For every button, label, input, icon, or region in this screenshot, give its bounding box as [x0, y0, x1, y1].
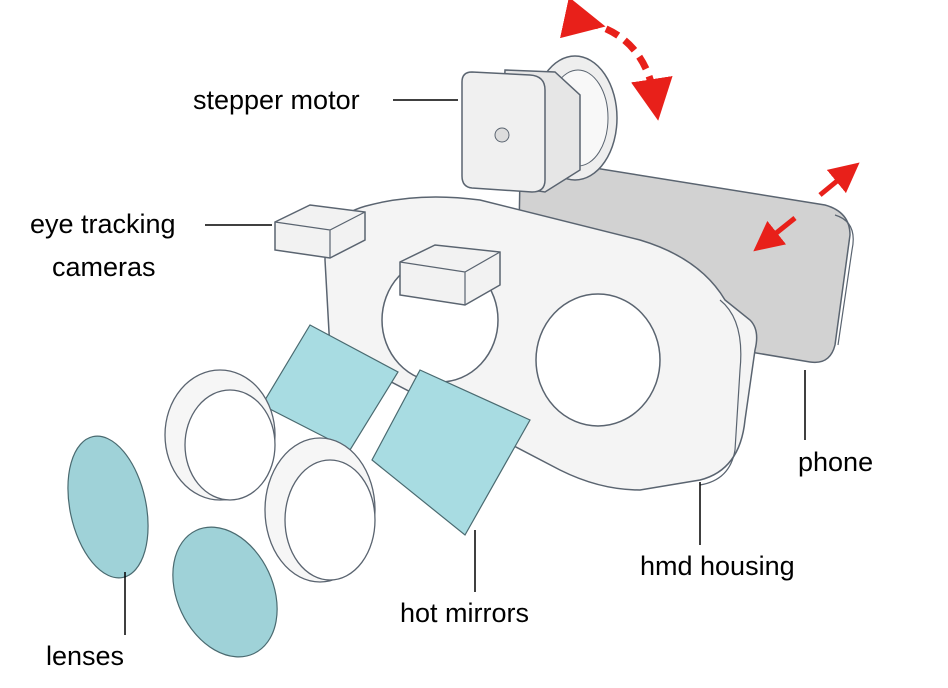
label-cameras: cameras	[52, 252, 156, 282]
lens-holder	[164, 369, 276, 501]
lens	[172, 526, 278, 658]
eye-tracking-camera	[274, 204, 366, 259]
hot-mirror	[371, 369, 531, 536]
label-stepper-motor: stepper motor	[193, 85, 360, 115]
label-hmd-housing: hmd housing	[640, 551, 795, 581]
lens-holder	[264, 437, 376, 583]
eye-tracking-camera	[399, 244, 501, 306]
stepper-motor	[461, 55, 618, 193]
lens	[67, 435, 149, 579]
label-lenses: lenses	[46, 641, 125, 671]
label-phone: phone	[798, 447, 874, 477]
rotation-arrow	[560, 0, 673, 121]
label-hot-mirrors: hot mirrors	[400, 598, 530, 628]
slide-arrow	[753, 216, 797, 252]
slide-arrow	[818, 162, 860, 197]
label-eye-tracking: eye tracking	[30, 209, 176, 239]
leader-lines	[124, 99, 806, 635]
